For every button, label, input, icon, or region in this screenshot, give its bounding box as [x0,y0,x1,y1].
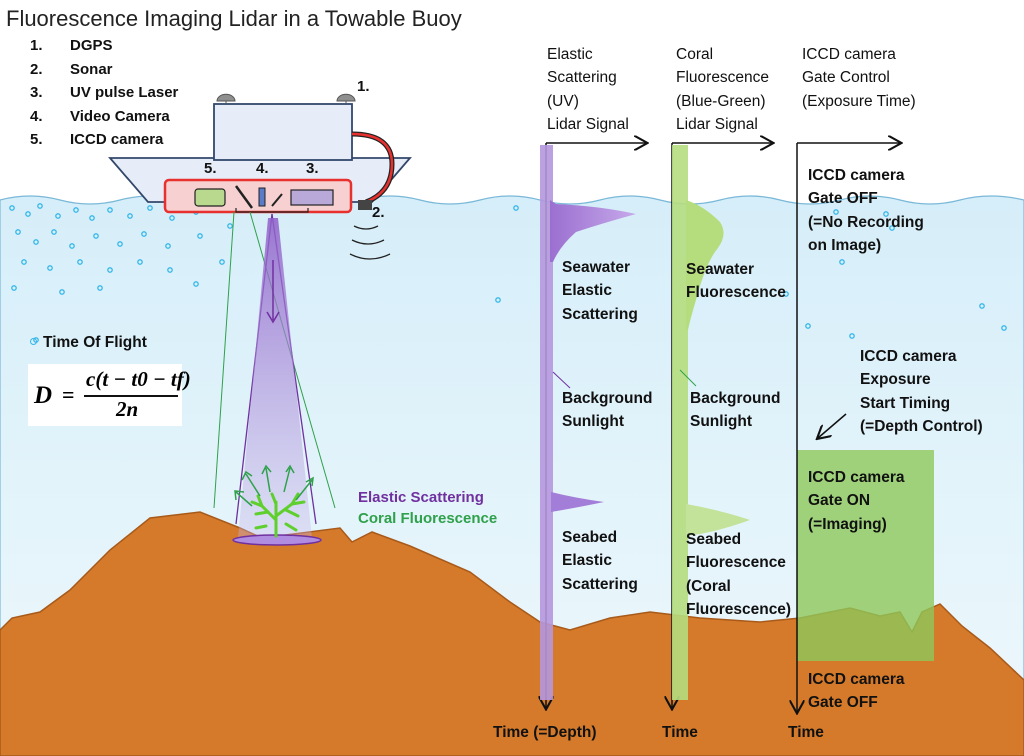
elastic-axis-label: Time (=Depth) [493,724,597,741]
coral [250,492,306,538]
component-number: 5. [30,131,43,148]
elastic-background-label: Background Sunlight [562,390,653,431]
elastic-seabed-peak [551,492,604,512]
gate-on-label: ICCD camera Gate ON (=Imaging) [808,469,905,533]
fluorescence-seawater-label: Seawater Fluorescence [686,261,786,302]
formula-lhs: D [34,382,53,409]
marker-iccd: 5. [204,160,217,177]
gate-on-window [797,450,934,661]
formula-denominator: 2n [116,397,139,421]
component-number: 4. [30,107,43,125]
component-number: 3. [30,84,43,101]
laser-beam [238,218,312,538]
marker-video: 4. [256,160,269,177]
elastic-seawater-label: Seawater Elastic Scattering [562,259,638,323]
component-label: Sonar [70,60,113,78]
fluorescence-seawater-peak [686,200,724,330]
video-camera-unit [258,187,266,207]
elastic-seabed-label: Seabed Elastic Scattering [562,529,638,593]
elastic-seawater-peak [550,200,636,262]
fluorescence-background-pointer [679,369,697,387]
component-item: 5. ICCD camera [30,131,178,155]
elastic-background-pointer [552,371,571,389]
gate-axis-label: Time [788,724,824,741]
fluorescence-signal-band [672,145,688,700]
component-item: 4. Video Camera [30,108,178,132]
elastic-scattering-label: Elastic Scattering [358,489,484,506]
diagram-title: Fluorescence Imaging Lidar in a Towable … [6,6,462,31]
formula-bar [84,395,178,397]
iccd-camera-unit [194,188,226,207]
component-label: DGPS [70,37,113,54]
gate-column-heading: ICCD camera Gate Control (Exposure Time) [802,46,916,110]
component-number: 2. [30,60,43,78]
seabed [0,511,1024,756]
component-label: UV pulse Laser [70,84,179,101]
fluorescence-axis-label: Time [662,724,698,741]
exposure-start-label: ICCD camera Exposure Start Timing (=Dept… [860,348,983,435]
coral-fluorescence-label: Coral Fluorescence [358,510,498,527]
component-item: 2. Sonar [30,61,178,85]
gate-off-top-label: ICCD camera Gate OFF (=No Recording on I… [808,167,924,254]
component-item: 3. UV pulse Laser [30,84,178,108]
sonar-waves [349,225,391,260]
fluorescence-seabed-label: Seabed Fluorescence (Coral Fluorescence) [686,531,792,618]
component-label: Video Camera [70,107,170,125]
sonar-unit [358,200,372,210]
fluorescence-arrows [234,464,314,507]
tof-formula: D = c(t − t0 − tf) 2n [28,364,191,426]
exposure-start-arrow [818,413,847,438]
tof-bullet-icon [30,338,37,345]
dichroic-mirror [234,185,254,209]
time-of-flight-label: Time Of Flight [30,334,147,352]
marker-dgps: 1. [357,78,370,95]
component-item: 1. DGPS [30,37,178,61]
buoy-cabin [213,103,353,161]
component-list: 1. DGPS 2. Sonar 3. UV pulse Laser 4. Video … [30,37,178,155]
uv-laser-unit [290,189,334,206]
fluorescence-background-label: Background Sunlight [690,390,781,431]
marker-laser: 3. [306,160,319,177]
tof-text: Time Of Flight [43,334,147,351]
marker-sonar: 2. [372,204,385,221]
fluorescence-column-heading: Coral Fluorescence (Blue-Green) Lidar Si… [676,46,770,133]
gate-off-bottom-label: ICCD camera Gate OFF [808,671,905,712]
elastic-signal-band [540,145,553,700]
fluorescence-seabed-peak [686,504,750,536]
dgps-antenna [216,93,356,104]
formula-numerator: c(t − t0 − tf) [86,367,191,391]
laser-mirror [271,193,283,207]
formula-equals: = [62,382,75,407]
component-number: 1. [30,37,43,54]
elastic-column-heading: Elastic Scattering (UV) Lidar Signal [547,46,629,133]
component-label: ICCD camera [70,131,164,148]
